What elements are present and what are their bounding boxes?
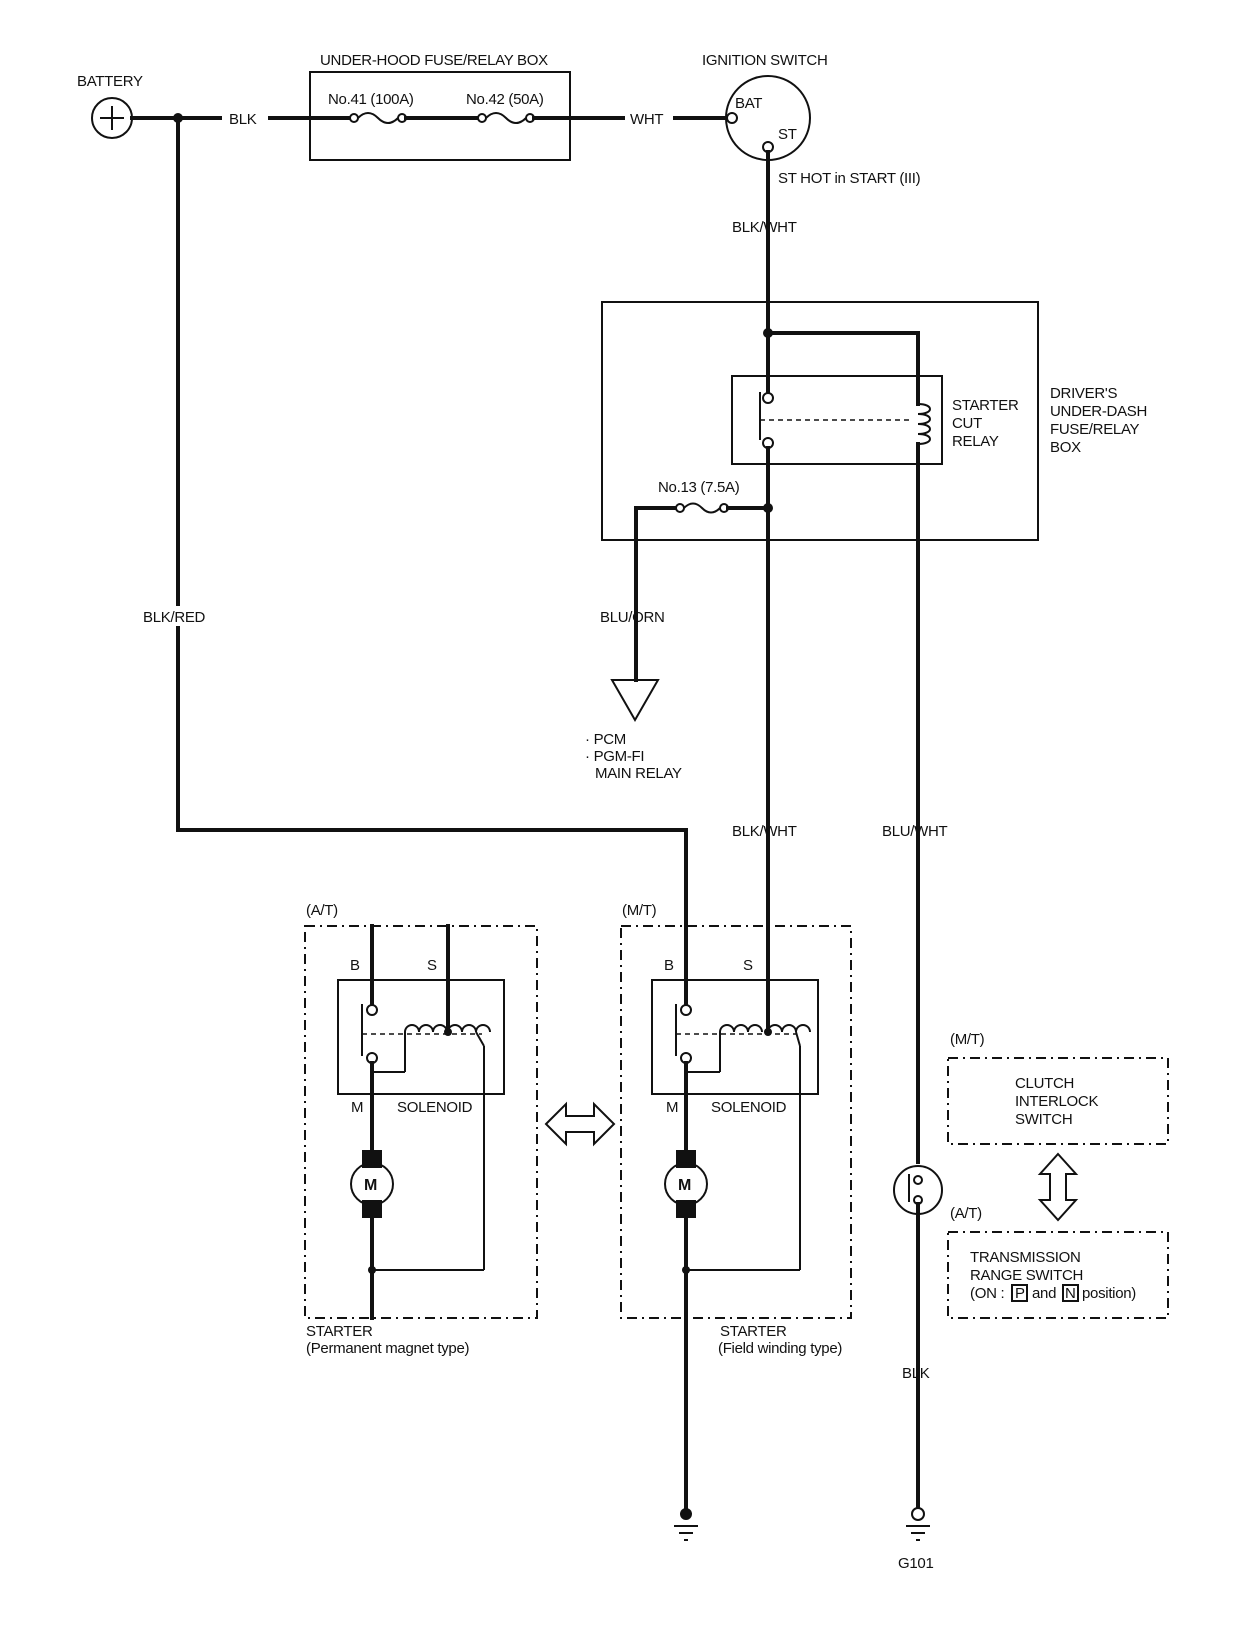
wire-label-blk-bottom: BLK [902,1365,930,1382]
starter-at-name: STARTER [306,1323,373,1340]
wire-label-blk-wht-upper: BLK/WHT [732,219,797,236]
trans-range-tag: (A/T) [950,1205,982,1222]
clutch-line1: CLUTCH [1015,1075,1074,1092]
starter-cut-relay [731,375,943,465]
double-arrow-vertical-icon [1037,1152,1079,1222]
pcm-label-2: · PGM-FI [585,748,644,765]
starter-at-m: M [351,1099,363,1116]
starter-mt-b: B [664,957,674,974]
wire-label-blu-wht: BLU/WHT [882,823,948,840]
battery-label: BATTERY [77,73,143,90]
trans-range-n: N [1065,1285,1076,1302]
starter-at-sub: (Permanent magnet type) [306,1340,469,1357]
dash-box-line4: BOX [1050,439,1081,456]
dash-box-line3: FUSE/RELAY [1050,421,1140,438]
starter-at-s: S [427,957,437,974]
starter-mt-tag: (M/T) [622,902,657,919]
n-position-box [1062,1284,1079,1302]
double-arrow-horizontal-icon [544,1101,616,1147]
fuse-41-symbol [349,112,407,124]
clutch-line3: SWITCH [1015,1111,1072,1128]
trans-range-line1: TRANSMISSION [970,1249,1081,1266]
wire-label-wht: WHT [630,111,663,128]
trans-range-and: and [1032,1285,1056,1302]
starter-mt-s: S [743,957,753,974]
trans-range-line2: RANGE SWITCH [970,1267,1083,1284]
starter-at-motor-label: M [364,1177,377,1194]
starter-mt-solenoid-label: SOLENOID [711,1099,787,1116]
ground-label: G101 [898,1555,934,1572]
ignition-st-note: ST HOT in START (III) [778,170,921,187]
ignition-switch-title: IGNITION SWITCH [702,52,828,69]
starter-at-solenoid [337,979,505,1095]
starter-mt-box [620,925,852,1319]
fuse-42-symbol [477,112,535,124]
fuse-13-label: No.13 (7.5A) [658,479,740,496]
starter-mt-name: STARTER [720,1323,787,1340]
starter-mt-solenoid [651,979,819,1095]
wire-label-blk-wht-lower: BLK/WHT [732,823,797,840]
starter-at-box [304,925,538,1319]
relay-label-3: RELAY [952,433,999,450]
trans-range-on: (ON : [970,1285,1004,1302]
starter-mt-m: M [666,1099,678,1116]
relay-coil [917,403,931,445]
pcm-label-1: · PCM [585,731,626,748]
dash-box-line2: UNDER-DASH [1050,403,1147,420]
clutch-interlock-box [947,1057,1169,1145]
pcm-label-3: MAIN RELAY [595,765,682,782]
underhood-box-title: UNDER-HOOD FUSE/RELAY BOX [320,52,548,69]
battery-symbol [91,97,133,139]
trans-range-p: P [1015,1285,1025,1302]
relay-label-1: STARTER [952,397,1019,414]
starter-at-tag: (A/T) [306,902,338,919]
wire-label-blk-red: BLK/RED [143,609,206,626]
relay-label-2: CUT [952,415,982,432]
trans-range-position: position) [1082,1285,1136,1302]
ignition-bat-label: BAT [735,95,762,112]
pcm-connector-arrow [610,679,660,723]
dash-box-line1: DRIVER'S [1050,385,1117,402]
starter-mt-sub: (Field winding type) [718,1340,842,1357]
clutch-tag: (M/T) [950,1031,985,1048]
ground-icon [674,1508,698,1541]
ground-g101-icon [906,1507,930,1541]
transmission-range-box [947,1231,1169,1319]
p-position-box [1011,1284,1028,1302]
ignition-switch-symbol [725,75,811,161]
starter-mt-motor-label: M [678,1177,691,1194]
fuse-42-label: No.42 (50A) [466,91,544,108]
fuse-41-label: No.41 (100A) [328,91,414,108]
under-dash-fuse-box [601,301,1039,541]
starter-at-b: B [350,957,360,974]
clutch-line2: INTERLOCK [1015,1093,1098,1110]
wire-label-blk-top: BLK [229,111,257,128]
starter-at-solenoid-label: SOLENOID [397,1099,473,1116]
ignition-st-label: ST [778,126,797,143]
fuse-13-symbol [675,502,729,514]
wire-label-blu-orn: BLU/ORN [600,609,665,626]
